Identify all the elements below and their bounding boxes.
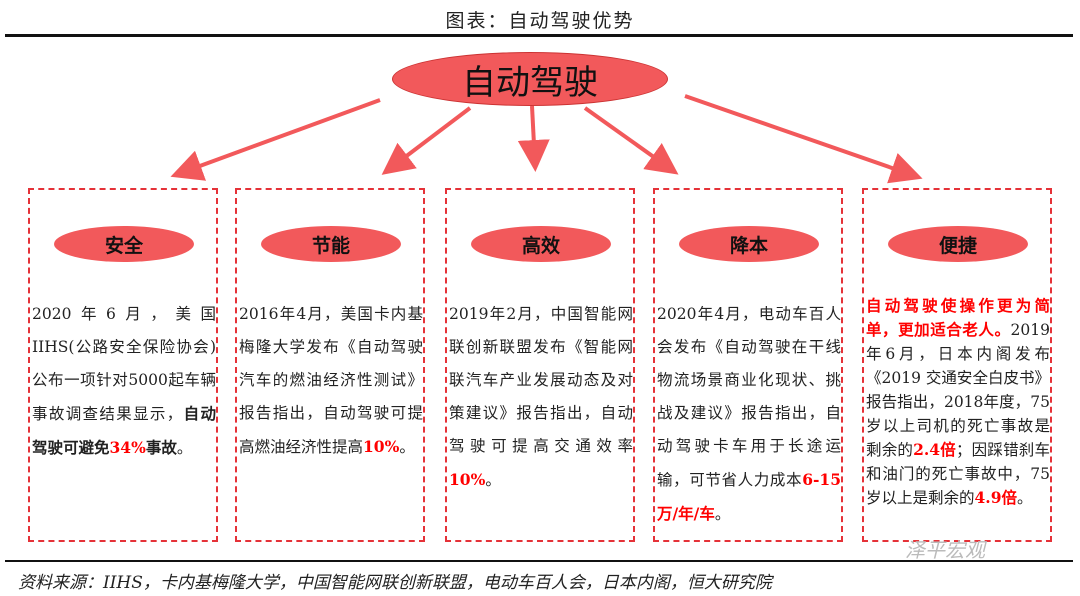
text-segment: 。 [176,439,193,457]
text-segment: 10% [363,437,400,456]
top-divider [5,34,1073,37]
text-segment: 。 [714,505,731,523]
text-segment: 2016年4月，美国卡内基梅隆大学发布《自动驾驶汽车的燃油经济性测试》报告指出，… [239,305,423,456]
advantage-label: 便捷 [888,226,1028,262]
text-segment: 。 [1016,489,1033,507]
text-segment: 2020年6月，美国IIHS(公路安全保险协会)公布一项针对5000起车辆事故调… [32,305,216,423]
advantage-box: 安全 2020年6月，美国IIHS(公路安全保险协会)公布一项针对5000起车辆事… [28,188,218,542]
arrow-efficiency [517,105,550,172]
text-segment: 自动驾驶使操作更为简单，更加适合老人。 [866,296,1050,339]
text-segment: 10% [449,470,486,489]
advantage-label: 降本 [679,226,819,262]
text-segment: 2020年4月，电动车百人会发布《自动驾驶在干线物流场景商业化现状、挑战及建议》… [657,305,841,489]
advantage-text: 2019年2月，中国智能网联创新联盟发布《智能网联汽车产业发展动态及对策建议》报… [447,298,635,497]
text-segment: 6-15万/年/车 [657,470,841,523]
advantage-text: 2020年6月，美国IIHS(公路安全保险协会)公布一项针对5000起车辆事故调… [30,298,218,465]
advantage-box: 节能 2016年4月，美国卡内基梅隆大学发布《自动驾驶汽车的燃油经济性测试》报告指… [235,188,425,542]
arrow-convenience [684,94,923,184]
text-segment: 事故 [145,438,177,457]
text-segment: ；因踩错刹车和油门的死亡事故中，75岁以上是剩余的 [866,441,1050,507]
text-segment: 。 [399,438,415,456]
text-segment: 2019年2月，中国智能网联创新联盟发布《智能网联汽车产业发展动态及对策建议》报… [449,305,633,455]
source-note: 资料来源：IIHS，卡内基梅隆大学，中国智能网联创新联盟，电动车百人会，日本内阁… [18,573,772,593]
arrow-cost [583,106,679,175]
text-segment: 2.4倍 [913,440,956,459]
advantage-label: 安全 [54,226,194,262]
advantage-box: 高效 2019年2月，中国智能网联创新联盟发布《智能网联汽车产业发展动态及对策建议… [445,188,635,542]
advantage-label: 高效 [471,226,611,262]
advantage-box: 降本 2020年4月，电动车百人会发布《自动驾驶在干线物流场景商业化现状、挑战及建… [653,188,843,542]
text-segment: 4.9倍 [974,488,1017,507]
advantage-label: 节能 [261,226,401,262]
text-segment: 2019年6月，日本内阁发布《2019 交通安全白皮书》报告指出，2018年度，… [866,321,1050,459]
text-segment: 。 [485,471,501,489]
bottom-divider [5,560,1073,562]
advantage-box: 便捷自动驾驶使操作更为简单，更加适合老人。2019年6月，日本内阁发布《2019… [862,188,1052,542]
center-node: 自动驾驶 [392,52,668,106]
watermark: 泽平宏观 [905,538,985,562]
arrow-safety [170,98,381,181]
advantage-text: 2016年4月，美国卡内基梅隆大学发布《自动驾驶汽车的燃油经济性测试》报告指出，… [237,298,425,464]
arrow-energy [381,106,472,175]
figure-title: 图表：自动驾驶优势 [445,10,635,32]
arrows [170,94,923,184]
text-segment: 34% [109,438,146,457]
advantage-text: 自动驾驶使操作更为简单，更加适合老人。2019年6月，日本内阁发布《2019 交… [864,294,1052,510]
text-segment: 自动驾驶可避免 [32,404,216,457]
advantage-text: 2020年4月，电动车百人会发布《自动驾驶在干线物流场景商业化现状、挑战及建议》… [655,298,843,531]
